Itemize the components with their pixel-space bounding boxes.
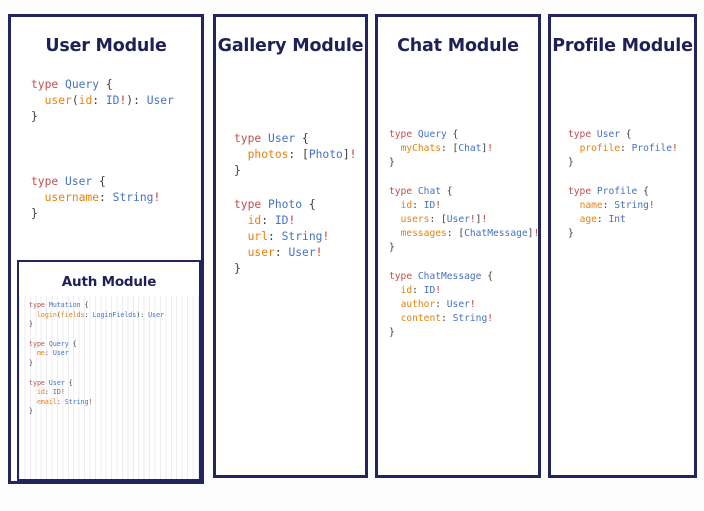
- schema-block-chat-query: type Query { myChats: [Chat]! }: [389, 129, 493, 169]
- schema-block-auth-query: type Query { me: User }: [29, 339, 77, 367]
- card-gallery-module[interactable]: Gallery Module type User { photos: [Phot…: [213, 14, 368, 478]
- schema-block-user-query: type Query { user(id: ID!): User }: [31, 78, 174, 124]
- card-title-gallery-module: Gallery Module: [217, 36, 364, 56]
- card-user-module[interactable]: User Module type Query { user(id: ID!): …: [8, 14, 204, 484]
- schema-block-chat-chatmessage: type ChatMessage { id: ID! author: User!…: [389, 270, 493, 339]
- schema-block-user-type: type User { username: String! }: [31, 174, 161, 221]
- schema-block-gallery-user: type User { photos: [Photo]! }: [234, 132, 357, 178]
- card-title-chat-module: Chat Module: [397, 36, 519, 56]
- card-chat-module[interactable]: Chat Module type Query { myChats: [Chat]…: [375, 14, 541, 478]
- card-title-auth-module: Auth Module: [61, 274, 157, 290]
- schema-block-auth-user: type User { id: ID! email: String! }: [29, 378, 93, 416]
- card-title-profile-module: Profile Module: [552, 36, 693, 56]
- schema-block-profile-user: type User { profile: Profile! }: [568, 129, 678, 169]
- schema-block-auth-mutation: type Mutation { login(fields: LoginField…: [29, 301, 165, 329]
- schema-block-gallery-photo: type Photo { id: ID! url: String! user: …: [234, 197, 330, 276]
- schema-block-profile-profile: type Profile { name: String! age: Int }: [568, 185, 655, 240]
- card-title-user-module: User Module: [45, 36, 167, 56]
- card-profile-module[interactable]: Profile Module type User { profile: Prof…: [548, 14, 697, 478]
- schema-block-chat-chat: type Chat { id: ID! users: [User!]! mess…: [389, 185, 540, 254]
- card-auth-module[interactable]: Auth Module type Mutation { login(fields…: [17, 260, 201, 481]
